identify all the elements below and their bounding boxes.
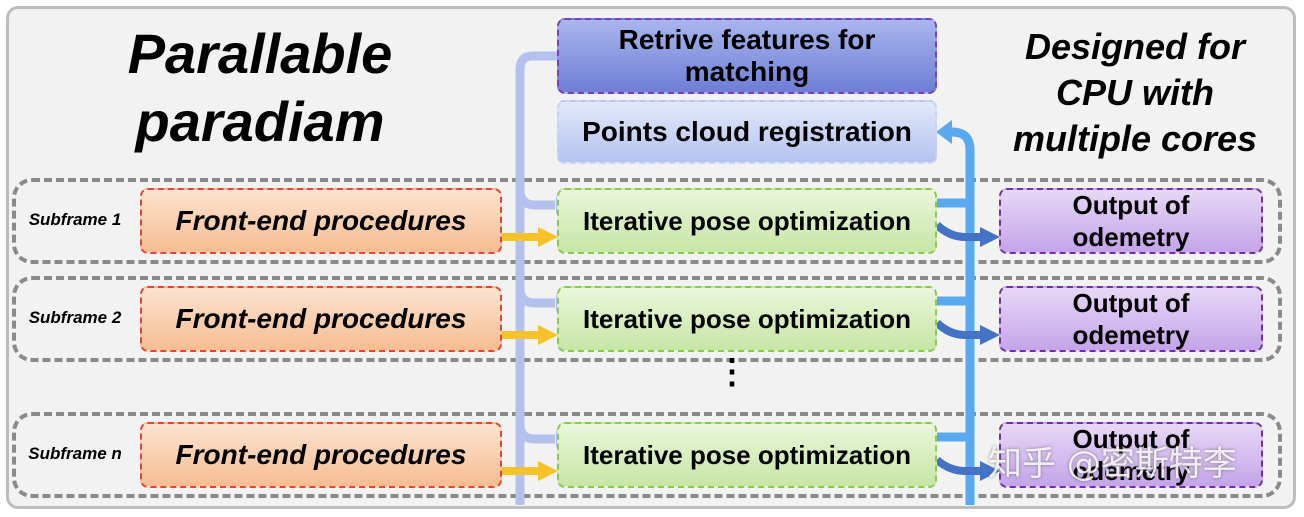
iterative-label-n: Iterative pose optimization bbox=[583, 439, 911, 470]
cpu-design-title: Designed for CPU with multiple cores bbox=[985, 24, 1285, 162]
feature-distribution-line bbox=[515, 51, 557, 505]
iterative-box-n: Iterative pose optimization bbox=[557, 422, 937, 488]
output-line-2b: odemetry bbox=[1072, 320, 1190, 350]
iterative-box-2: Iterative pose optimization bbox=[557, 286, 937, 352]
subframe-label-n: Subframe n bbox=[28, 444, 122, 463]
iterative-label-2: Iterative pose optimization bbox=[583, 303, 911, 334]
side-title-line-2: CPU with bbox=[1056, 72, 1214, 113]
output-box-n: Output of odemetry bbox=[999, 422, 1263, 488]
feature-branch-2 bbox=[515, 287, 555, 308]
output-line-1b: odemetry bbox=[1072, 222, 1190, 252]
output-line-1a: Output of bbox=[1072, 190, 1190, 220]
blue-arrow-1 bbox=[934, 221, 982, 241]
side-title-line-1: Designed for bbox=[1024, 26, 1246, 67]
more-subframes-ellipsis: ⋮ bbox=[715, 353, 749, 391]
output-box-1: Output of odemetry bbox=[999, 188, 1263, 254]
front-end-label-2: Front-end procedures bbox=[175, 303, 467, 334]
feature-branch-1 bbox=[515, 189, 555, 210]
blue-arrow-2 bbox=[934, 319, 982, 339]
output-box-2: Output of odemetry bbox=[999, 286, 1263, 352]
zhihu-watermark: 知乎 @密斯特李 bbox=[988, 444, 1237, 484]
output-line-2a: Output of bbox=[1072, 288, 1190, 318]
points-cloud-registration-box: Points cloud registration bbox=[557, 100, 937, 164]
front-end-box-n: Front-end procedures bbox=[140, 422, 502, 488]
retrive-line-2: matching bbox=[684, 56, 810, 87]
title-line-1: Parallable bbox=[127, 22, 393, 85]
iterative-box-1: Iterative pose optimization bbox=[557, 188, 937, 254]
iterative-label-1: Iterative pose optimization bbox=[583, 205, 911, 236]
registration-label: Points cloud registration bbox=[582, 116, 912, 147]
output-line-nb: odemetry bbox=[1072, 456, 1190, 486]
retrive-line-1: Retrive features for bbox=[618, 24, 876, 55]
subframe-label-1: Subframe 1 bbox=[28, 210, 122, 229]
front-end-label-1: Front-end procedures bbox=[175, 205, 467, 236]
output-line-na: Output of bbox=[1072, 424, 1190, 454]
front-end-box-2: Front-end procedures bbox=[140, 286, 502, 352]
retrive-features-box: Retrive features for matching bbox=[557, 18, 937, 94]
side-title-line-3: multiple cores bbox=[1012, 118, 1258, 159]
registration-return-line bbox=[950, 127, 975, 505]
subframe-row-2 bbox=[12, 276, 1282, 362]
registration-arrowhead bbox=[936, 120, 952, 144]
blue-arrow-n bbox=[934, 456, 982, 475]
title-line-2: paradiam bbox=[135, 90, 385, 153]
subframe-row-n bbox=[12, 412, 1282, 498]
subframe-row-1 bbox=[12, 178, 1282, 264]
front-end-box-1: Front-end procedures bbox=[140, 188, 502, 254]
paradigm-title: Parallable paradiam bbox=[80, 20, 440, 156]
front-end-label-n: Front-end procedures bbox=[175, 439, 467, 470]
subframe-label-2: Subframe 2 bbox=[28, 308, 122, 327]
feature-branch-n bbox=[515, 423, 555, 444]
